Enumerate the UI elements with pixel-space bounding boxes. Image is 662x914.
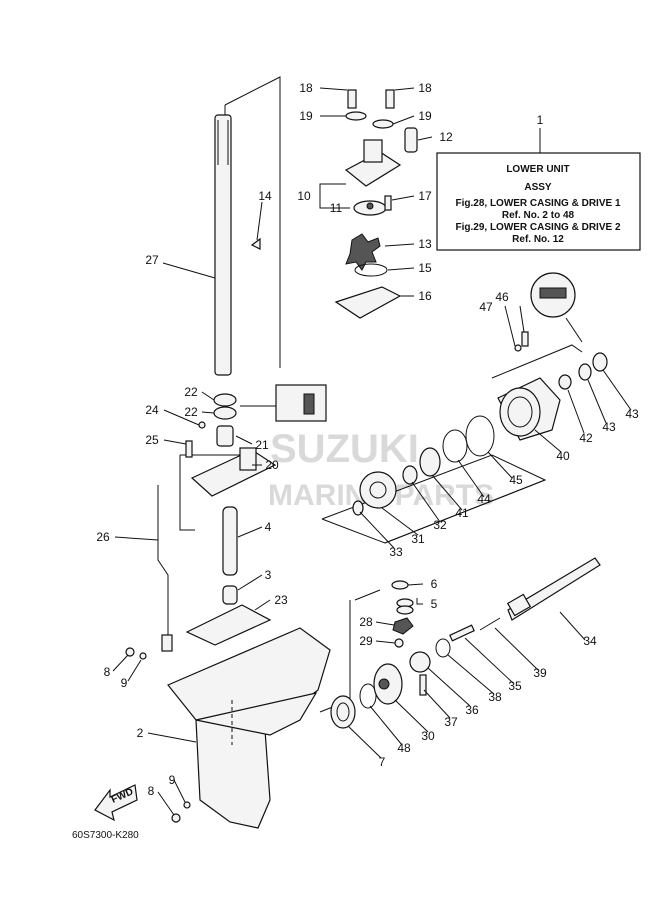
callout-18-right: 18 <box>418 81 432 95</box>
callout-34: 34 <box>583 634 597 648</box>
callout-5: 5 <box>431 597 438 611</box>
callout-35: 35 <box>508 679 522 693</box>
callout-24: 24 <box>145 403 159 417</box>
callout-25: 25 <box>145 433 159 447</box>
title-line-4: Ref. No. 2 to 48 <box>502 210 575 221</box>
callout-42: 42 <box>579 431 593 445</box>
callout-41: 41 <box>455 506 469 520</box>
callout-28: 28 <box>359 615 373 629</box>
callout-19-left: 19 <box>299 109 313 123</box>
callout-8-bottom: 8 <box>148 784 155 798</box>
callout-47: 47 <box>479 300 493 314</box>
callout-23: 23 <box>274 593 288 607</box>
callout-18-left: 18 <box>299 81 313 95</box>
callout-12: 12 <box>439 130 453 144</box>
callout-22-bottom: 22 <box>184 405 198 419</box>
callout-17: 17 <box>418 189 432 203</box>
title-line-1: LOWER UNIT <box>506 164 569 175</box>
callout-45: 45 <box>509 473 523 487</box>
title-line-5: Fig.29, LOWER CASING & DRIVE 2 <box>455 222 620 233</box>
callout-27: 27 <box>145 253 159 267</box>
callout-40: 40 <box>556 449 570 463</box>
shift-rod <box>157 485 173 652</box>
frame-lines <box>179 76 583 713</box>
callout-30: 30 <box>421 729 435 743</box>
callout-26: 26 <box>96 530 110 544</box>
callout-19-right: 19 <box>418 109 432 123</box>
callout-3: 3 <box>265 568 272 582</box>
callout-13: 13 <box>418 237 432 251</box>
callout-9-top: 9 <box>121 676 128 690</box>
callout-9-bottom: 9 <box>169 773 176 787</box>
callout-6: 6 <box>431 577 438 591</box>
propeller-shaft-assy <box>352 272 608 516</box>
callout-16: 16 <box>418 289 432 303</box>
callout-38: 38 <box>488 690 502 704</box>
title-line-3: Fig.28, LOWER CASING & DRIVE 1 <box>455 198 620 209</box>
fwd-arrow-icon: FWD <box>94 784 138 822</box>
callout-33: 33 <box>389 545 403 559</box>
callout-8-top: 8 <box>104 665 111 679</box>
callout-36: 36 <box>465 703 479 717</box>
callout-11: 11 <box>330 201 343 215</box>
watermark-brand: SUZUKI <box>270 427 419 471</box>
callout-2: 2 <box>137 726 144 740</box>
callout-14: 14 <box>258 189 272 203</box>
callout-22-top: 22 <box>184 385 198 399</box>
callout-15: 15 <box>418 261 432 275</box>
callout-21: 21 <box>255 438 269 452</box>
callout-46: 46 <box>495 290 509 304</box>
callout-1: 1 <box>537 113 544 127</box>
title-box: LOWER UNIT ASSY Fig.28, LOWER CASING & D… <box>436 128 641 251</box>
diagram-code: 60S7300-K280 <box>72 830 139 841</box>
lower-drive <box>330 557 601 729</box>
callout-29: 29 <box>359 634 373 648</box>
clip-14 <box>250 237 261 250</box>
callout-4: 4 <box>265 520 272 534</box>
callout-44: 44 <box>477 492 491 506</box>
gear-case <box>167 627 331 829</box>
callout-labels: 1 2 3 4 5 6 7 8 8 9 9 10 11 12 13 14 15 … <box>96 81 639 798</box>
callout-10: 10 <box>297 189 311 203</box>
callout-32: 32 <box>433 518 447 532</box>
bolts <box>125 647 191 823</box>
drive-shaft <box>214 114 232 376</box>
callout-7: 7 <box>379 755 386 769</box>
title-line-2: ASSY <box>524 182 552 193</box>
callout-39: 39 <box>533 666 547 680</box>
leader-lines <box>112 87 632 816</box>
callout-43-right: 43 <box>625 407 639 421</box>
callout-37: 37 <box>444 715 458 729</box>
title-line-6: Ref. No. 12 <box>512 234 564 245</box>
water-pump <box>334 89 418 319</box>
water-tube <box>185 506 272 646</box>
callout-43-left: 43 <box>602 420 616 434</box>
callout-48: 48 <box>397 741 411 755</box>
callout-31: 31 <box>411 532 425 546</box>
upper-housing <box>185 384 327 497</box>
callout-20: 20 <box>265 458 279 472</box>
